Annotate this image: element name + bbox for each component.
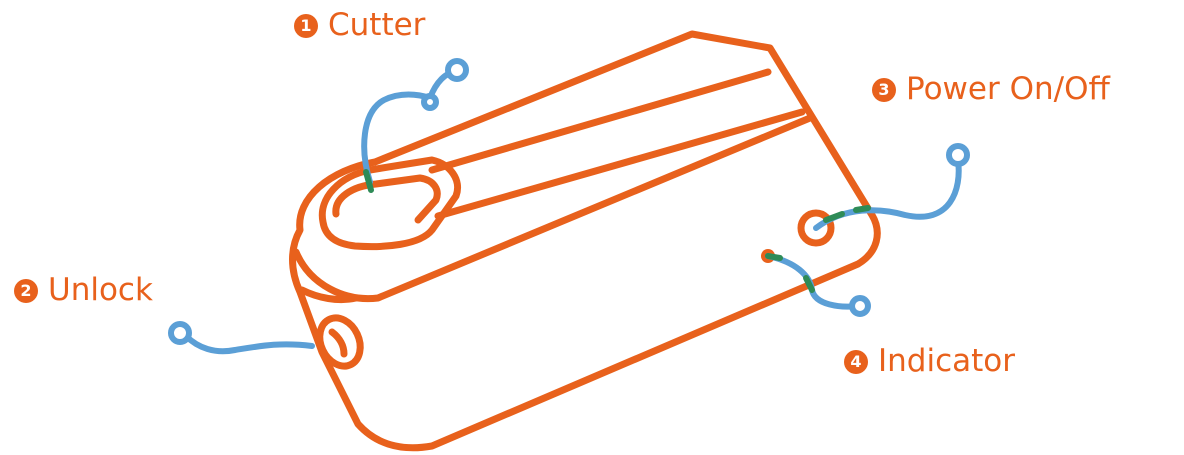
cutter-knob-inner [332,174,441,224]
contact-marks [363,169,871,293]
callout-label-power: Power On/Off [906,71,1110,107]
leader-line-cutter [361,69,459,185]
contact-mark-indicator [765,253,783,261]
leader-loop-cutter [421,93,439,111]
top-groove-line [434,108,806,220]
callout-number-badge: 1 [294,13,318,38]
leader-end-power [946,143,970,167]
callout-label-cutter: Cutter [328,7,426,43]
callout-indicator: 4 Indicator [844,346,1015,377]
leader-line-unlock [183,333,315,355]
top-ridge-line [428,68,772,174]
cutter-knob [318,156,461,251]
callout-number-badge: 4 [844,349,868,374]
callout-label-indicator: Indicator [878,343,1015,379]
contact-mark-power [823,211,845,223]
callout-unlock: 2 Unlock [14,275,153,306]
callout-power: 3 Power On/Off [872,74,1110,105]
callout-label-unlock: Unlock [48,272,153,308]
callout-number-badge: 2 [14,278,38,303]
leader-end-indicator [849,295,871,317]
unlock-button-shape [316,314,364,370]
contact-mark-power-edge [853,205,871,213]
leader-lines [168,58,970,355]
unlock-button-mark [328,328,348,358]
side-lip [298,286,360,304]
power-button [797,209,835,247]
contact-mark-cutter [363,169,374,193]
device-body [289,30,881,452]
device-outline [289,30,881,452]
contact-mark-indicator-edge [803,275,815,293]
callout-number-badge: 3 [872,77,896,102]
leader-end-unlock [168,321,192,345]
cutter-knob-outer [318,156,461,251]
power-button-ring [797,209,835,247]
top-edge-line [292,114,814,303]
leader-end-cutter [445,58,469,82]
callout-cutter: 1 Cutter [294,10,425,41]
unlock-button [316,314,364,370]
